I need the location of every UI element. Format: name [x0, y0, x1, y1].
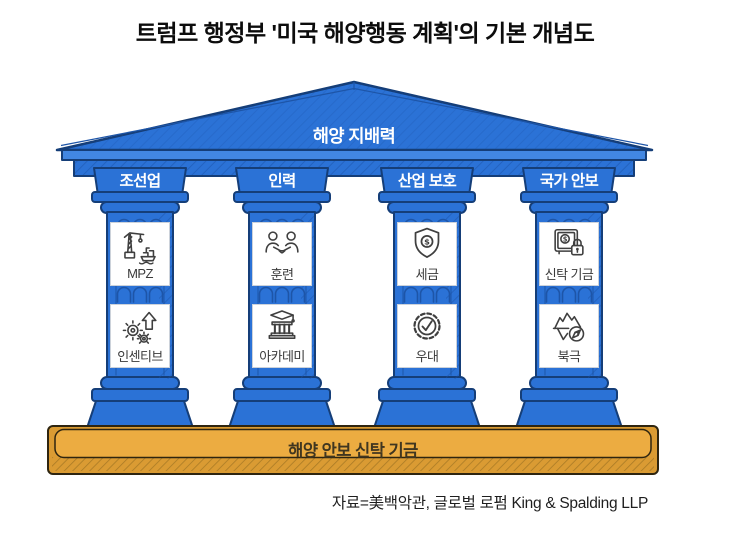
card-label: 북극	[557, 349, 581, 364]
card-label: 훈련	[270, 267, 294, 282]
pillar-header-industry-protection: 산업 보호	[397, 173, 457, 190]
pillar-card: 아카데미	[252, 304, 312, 368]
svg-text:$: $	[424, 236, 430, 246]
shield-dollar-icon: $	[414, 227, 440, 258]
card-label: 아카데미	[259, 349, 305, 364]
diagram-title: 트럼프 행정부 '미국 해양행동 계획'의 기본 개념도	[135, 20, 595, 46]
badge-check-icon	[413, 312, 441, 340]
pillar-header-national-security: 국가 안보	[539, 173, 599, 190]
handshake-icon	[265, 231, 299, 254]
svg-text:$: $	[563, 235, 568, 243]
card-label: 세금	[415, 267, 439, 282]
card-label: 신탁 기금	[544, 267, 594, 282]
source-caption: 자료=美백악관, 글로벌 로펌 King & Spalding LLP	[331, 495, 648, 512]
pillar-card: 우대	[397, 304, 457, 368]
iceberg-compass-icon	[552, 312, 585, 342]
card-label: MPZ	[127, 266, 153, 281]
pillar-card: 북극	[539, 304, 599, 368]
safe-lock-icon: $	[554, 228, 584, 256]
crane-ship-icon	[123, 232, 156, 265]
academy-building-icon	[268, 310, 296, 339]
pillar-card: MPZ	[110, 222, 170, 286]
pillar-card: 인센티브	[110, 304, 170, 368]
pillar-header-manpower: 인력	[268, 173, 296, 190]
pillar-header-shipbuilding: 조선업	[119, 173, 162, 190]
card-label: 우대	[415, 349, 439, 364]
base-label: 해양 안보 신탁 기금	[288, 442, 418, 460]
card-label: 인센티브	[117, 349, 163, 364]
gears-growth-icon	[122, 311, 157, 344]
pillar-card: $ 세금	[397, 222, 457, 286]
pillar-card: 훈련	[252, 222, 312, 286]
pillar-card: $ 신탁 기금	[539, 222, 599, 286]
pediment-label: 해양 지배력	[312, 126, 396, 146]
